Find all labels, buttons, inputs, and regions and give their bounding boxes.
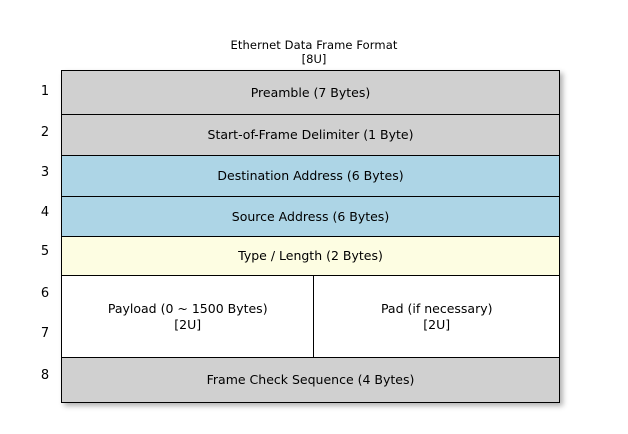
row-number-6: 6 (40, 286, 50, 301)
table-row-frame-check-sequence: Frame Check Sequence (4 Bytes) (61, 357, 560, 403)
row-number-8: 8 (40, 368, 50, 383)
cell-destination-address: Destination Address (6 Bytes) (61, 155, 560, 197)
frame-format-table: Preamble (7 Bytes) Start-of-Frame Delimi… (60, 70, 560, 403)
row-number-2: 2 (40, 125, 50, 140)
table-row-destination-address: Destination Address (6 Bytes) (61, 155, 560, 197)
row-number-1: 1 (40, 84, 50, 99)
cell-type-length: Type / Length (2 Bytes) (61, 236, 560, 276)
table-row-sfd: Start-of-Frame Delimiter (1 Byte) (61, 114, 560, 156)
cell-payload-line1: Payload (0 ~ 1500 Bytes) (107, 300, 268, 316)
table-row-payload-pad: Payload (0 ~ 1500 Bytes) [2U] Pad (if ne… (60, 275, 560, 358)
cell-pad-line1: Pad (if necessary) (380, 300, 493, 316)
row-number-5: 5 (40, 244, 50, 259)
row-number-3: 3 (40, 165, 50, 180)
diagram-title: Ethernet Data Frame Format [8U] (0, 38, 628, 66)
cell-frame-check-sequence: Frame Check Sequence (4 Bytes) (61, 357, 560, 403)
cell-pad: Pad (if necessary) [2U] (313, 275, 560, 358)
table-row-type-length: Type / Length (2 Bytes) (61, 236, 560, 276)
cell-payload-line2: [2U] (174, 316, 202, 332)
cell-start-of-frame-delimiter: Start-of-Frame Delimiter (1 Byte) (61, 114, 560, 156)
table-row-source-address: Source Address (6 Bytes) (61, 196, 560, 237)
cell-pad-line2: [2U] (423, 316, 451, 332)
cell-preamble: Preamble (7 Bytes) (61, 70, 560, 115)
row-number-7: 7 (40, 326, 50, 341)
cell-source-address: Source Address (6 Bytes) (61, 196, 560, 237)
diagram-title-main: Ethernet Data Frame Format (230, 38, 398, 52)
diagram-title-subtitle: [8U] (301, 52, 327, 66)
table-row-preamble: Preamble (7 Bytes) (61, 70, 560, 115)
cell-payload: Payload (0 ~ 1500 Bytes) [2U] (60, 275, 315, 358)
row-number-4: 4 (40, 205, 50, 220)
